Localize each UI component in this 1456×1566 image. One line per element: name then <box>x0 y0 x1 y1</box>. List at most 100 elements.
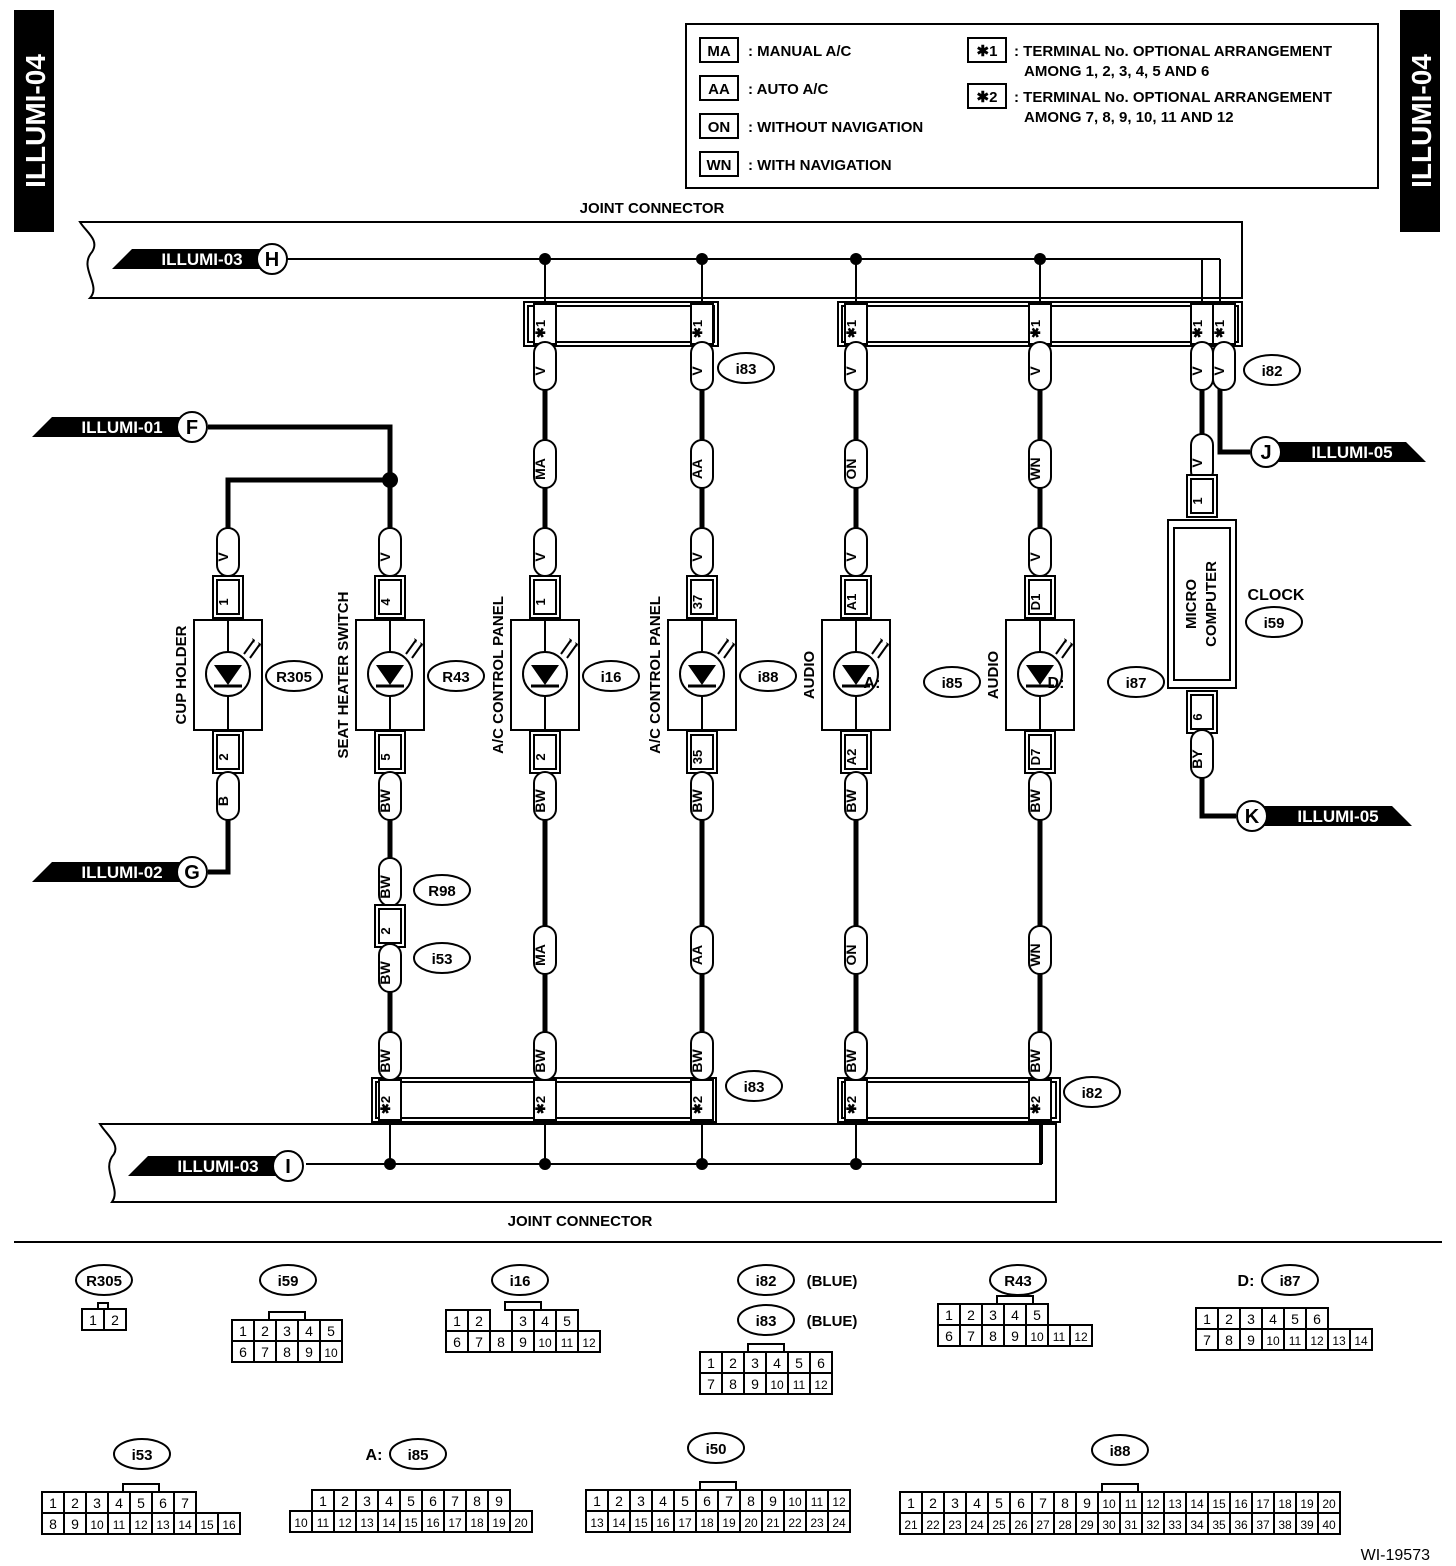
footer-i16-cell: 11 <box>561 1336 574 1350</box>
bot-wire-pill: BW <box>689 1031 714 1081</box>
footer-i83-cell: 12 <box>814 1378 828 1392</box>
top-wire-pill: V <box>532 341 557 391</box>
footer-i88-cell: 8 <box>1061 1495 1069 1511</box>
wire-pill-bot: BW <box>532 771 557 821</box>
joint-connector-label-bottom: JOINT CONNECTOR <box>508 1213 653 1230</box>
bottom-terminal-text: ✱2 <box>690 1096 705 1114</box>
footer-i50-cell: 18 <box>700 1516 714 1530</box>
footer-i88-cell: 17 <box>1256 1497 1270 1511</box>
component-prefix: A: <box>864 675 881 692</box>
component-conn-oval-text: i88 <box>758 669 779 686</box>
footer-i88-cell: 33 <box>1168 1518 1182 1532</box>
clock-top-terminal-1: ✱1 <box>1212 303 1236 345</box>
pin-bot: D7 <box>1024 730 1056 774</box>
footer-conn-oval-text: i53 <box>132 1447 153 1464</box>
footer-i85-cell: 3 <box>363 1493 371 1509</box>
footer-i88-cell: 14 <box>1190 1497 1204 1511</box>
wire-pill-top-text: V <box>843 552 859 562</box>
footer-i50-cell: 3 <box>637 1493 645 1509</box>
wire-pill-top: V <box>843 527 868 577</box>
bottom-terminal-text: ✱2 <box>844 1096 859 1114</box>
wire-pill-top-text: V <box>689 552 705 562</box>
component-conn-oval: i87 <box>1107 666 1165 698</box>
footer-conn-oval-text: R305 <box>86 1273 122 1290</box>
footer-conn-prefix: A: <box>366 1447 383 1464</box>
footer-i88-cell: 21 <box>904 1518 918 1532</box>
footer-conn-oval-text: i59 <box>278 1273 299 1290</box>
footer-i88-cell: 30 <box>1102 1518 1116 1532</box>
footer-i83-cell: 6 <box>817 1355 825 1371</box>
wire-pill-top: V <box>377 527 402 577</box>
code-pill-bot: AA <box>689 925 714 975</box>
component-conn-oval: i88 <box>739 660 797 692</box>
conn-id-bottom-right-text: i82 <box>1082 1085 1103 1102</box>
wire-pill-top: V <box>532 527 557 577</box>
wire-pill-bot: BW <box>1027 771 1052 821</box>
bottom-terminal-text: ✱2 <box>533 1096 548 1114</box>
footer-conn-oval: R43 <box>989 1264 1047 1296</box>
footer-i85-cell: 17 <box>448 1516 462 1530</box>
bottom-terminal: ✱2 <box>844 1079 868 1121</box>
footer-i88-cell: 18 <box>1278 1497 1292 1511</box>
wire-pill-bot: BW <box>377 771 402 821</box>
footer-i87-cell: 1 <box>1203 1311 1211 1327</box>
bot-wire-pill: BW <box>843 1031 868 1081</box>
conn-id-top-left-text: i83 <box>736 361 757 378</box>
code-pill-top: AA <box>689 439 714 489</box>
footer-i50-cell: 6 <box>703 1493 711 1509</box>
legend-note-line2: AMONG 7, 8, 9, 10, 11 AND 12 <box>1024 109 1234 126</box>
pin-bot-text: A2 <box>844 749 859 766</box>
component-body <box>1005 619 1075 731</box>
footer-i85-cell: 12 <box>338 1516 352 1530</box>
footer-i16-cell: 5 <box>563 1313 571 1329</box>
footer-i50-cell: 9 <box>769 1493 777 1509</box>
footer-i59-cell: 1 <box>239 1323 247 1339</box>
clock-pin-top: 1 <box>1186 474 1218 518</box>
pin-top: 1 <box>212 575 244 619</box>
wire-pill-bot-text: BW <box>689 789 705 813</box>
code-pill-bot: WN <box>1027 925 1052 975</box>
conn-id-bottom-left-text: i83 <box>744 1079 765 1096</box>
footer-i85-cell: 16 <box>426 1516 440 1530</box>
code-pill-bot-text: ON <box>843 945 859 966</box>
wire-pill-bot: BW <box>689 771 714 821</box>
footer-i85-cell: 10 <box>294 1516 308 1530</box>
top-bus <box>286 258 1221 303</box>
ref-I-letter: I <box>285 1156 291 1178</box>
inline-wire-pill-upper-text: BW <box>377 875 393 899</box>
footer-i88-cell: 9 <box>1083 1495 1091 1511</box>
top-wire-pill: V <box>843 341 868 391</box>
footer-i53-cell: 13 <box>156 1518 170 1532</box>
ref-J: ILLUMI-05J <box>1250 436 1426 468</box>
clock-pin-top-text: 1 <box>1190 497 1205 504</box>
footer-i83-cell: 9 <box>751 1376 759 1392</box>
component-body <box>193 619 263 731</box>
footer-i87-cell: 4 <box>1269 1311 1277 1327</box>
footer-conn-note: (BLUE) <box>807 1313 858 1330</box>
footer-i85-cell: 18 <box>470 1516 484 1530</box>
footer-i53-cell: 2 <box>71 1495 79 1511</box>
footer-i50-cell: 20 <box>744 1516 758 1530</box>
footer-i87-cell: 12 <box>1310 1334 1324 1348</box>
footer-conn-oval: i83 <box>737 1304 795 1336</box>
conn-id-bottom-right: i82 <box>1063 1076 1121 1108</box>
bottom-terminal: ✱2 <box>690 1079 714 1121</box>
clock-conn-oval-text: i59 <box>1264 615 1285 632</box>
footer-i87-cell: 2 <box>1225 1311 1233 1327</box>
wire-pill-bot-text: BW <box>532 789 548 813</box>
footer-conn-oval: i87 <box>1261 1264 1319 1296</box>
code-pill-top: MA <box>532 439 557 489</box>
footer-i88-cell: 7 <box>1039 1495 1047 1511</box>
footer-conn-oval: i85 <box>389 1438 447 1470</box>
footer-conn-oval-text: i87 <box>1280 1273 1301 1290</box>
footer-i50-cell: 8 <box>747 1493 755 1509</box>
conn-id-top-left: i83 <box>717 352 775 384</box>
component-conn-oval-text: R43 <box>442 669 470 686</box>
legend-code-badge: WN <box>707 157 732 174</box>
ref-G-letter: G <box>184 862 200 884</box>
component-prefix: D: <box>1048 675 1065 692</box>
footer-i88-cell: 34 <box>1190 1518 1204 1532</box>
